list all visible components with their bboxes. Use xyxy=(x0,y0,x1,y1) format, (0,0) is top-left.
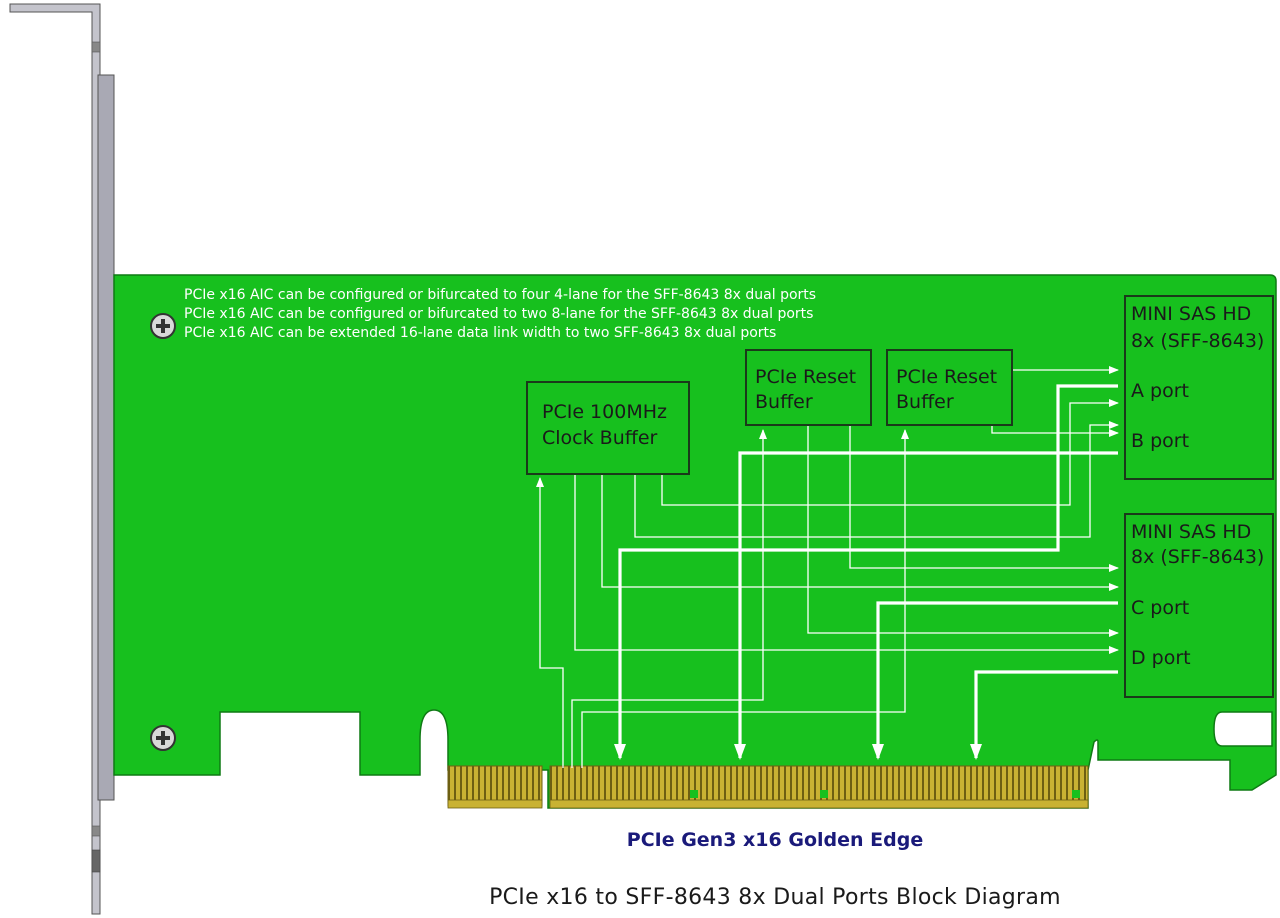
note-line: PCIe x16 AIC can be extended 16-lane dat… xyxy=(184,325,776,341)
sas-connector-1: MINI SAS HD 8x (SFF-8643) A port B port xyxy=(1124,295,1274,480)
reset-buffer-block: PCIe Reset Buffer xyxy=(886,349,1013,426)
svg-text:Buffer: Buffer xyxy=(755,391,813,413)
port-label: B port xyxy=(1131,430,1189,452)
svg-text:8x (SFF-8643): 8x (SFF-8643) xyxy=(1131,330,1264,352)
c-port-data-line xyxy=(872,601,1118,760)
clock-to-c-line xyxy=(601,474,1119,591)
reset-buffer-block: PCIe Reset Buffer xyxy=(745,349,872,426)
mounting-bracket xyxy=(9,3,115,915)
sas-connector-2: MINI SAS HD 8x (SFF-8643) C port D port xyxy=(1124,513,1274,698)
signal-lines xyxy=(536,366,1119,768)
screw-icon xyxy=(150,313,176,339)
port-label: A port xyxy=(1131,380,1189,402)
svg-text:PCIe 100MHz: PCIe 100MHz xyxy=(542,401,667,423)
a-port-data-line xyxy=(614,384,1118,760)
data-lines xyxy=(614,384,1118,760)
reset1-to-d-line xyxy=(807,425,1119,637)
note-line: PCIe x16 AIC can be configured or bifurc… xyxy=(184,287,816,303)
clock-to-d-line xyxy=(574,474,1119,654)
port-label: D port xyxy=(1131,647,1191,669)
svg-text:MINI SAS HD: MINI SAS HD xyxy=(1131,303,1251,325)
edge-to-reset2-line xyxy=(581,429,909,768)
diagram-caption: PCIe x16 to SFF-8643 8x Dual Ports Block… xyxy=(489,885,1061,910)
screw-icon xyxy=(150,725,176,751)
d-port-data-line xyxy=(970,670,1118,760)
reset2-to-b-line xyxy=(991,425,1119,437)
note-line: PCIe x16 AIC can be configured or bifurc… xyxy=(184,306,813,322)
pcb-board xyxy=(113,274,1277,809)
clock-buffer-block: PCIe 100MHz Clock Buffer xyxy=(526,381,690,475)
svg-text:Clock Buffer: Clock Buffer xyxy=(542,427,658,449)
svg-text:PCIe Reset: PCIe Reset xyxy=(896,366,997,388)
svg-text:Buffer: Buffer xyxy=(896,391,954,413)
clock-to-b-line xyxy=(634,421,1119,538)
b-port-data-line xyxy=(734,451,1118,760)
edge-to-clock-line xyxy=(536,477,564,768)
clock-to-a-line xyxy=(661,399,1119,506)
reset1-to-c-line xyxy=(849,425,1119,572)
golden-edge-connector xyxy=(447,765,1089,809)
svg-text:8x (SFF-8643): 8x (SFF-8643) xyxy=(1131,546,1264,568)
svg-text:MINI SAS HD: MINI SAS HD xyxy=(1131,521,1251,543)
port-label: C port xyxy=(1131,597,1189,619)
golden-edge-label: PCIe Gen3 x16 Golden Edge xyxy=(627,829,923,851)
svg-text:PCIe Reset: PCIe Reset xyxy=(755,366,856,388)
edge-to-reset1-line xyxy=(571,429,767,768)
